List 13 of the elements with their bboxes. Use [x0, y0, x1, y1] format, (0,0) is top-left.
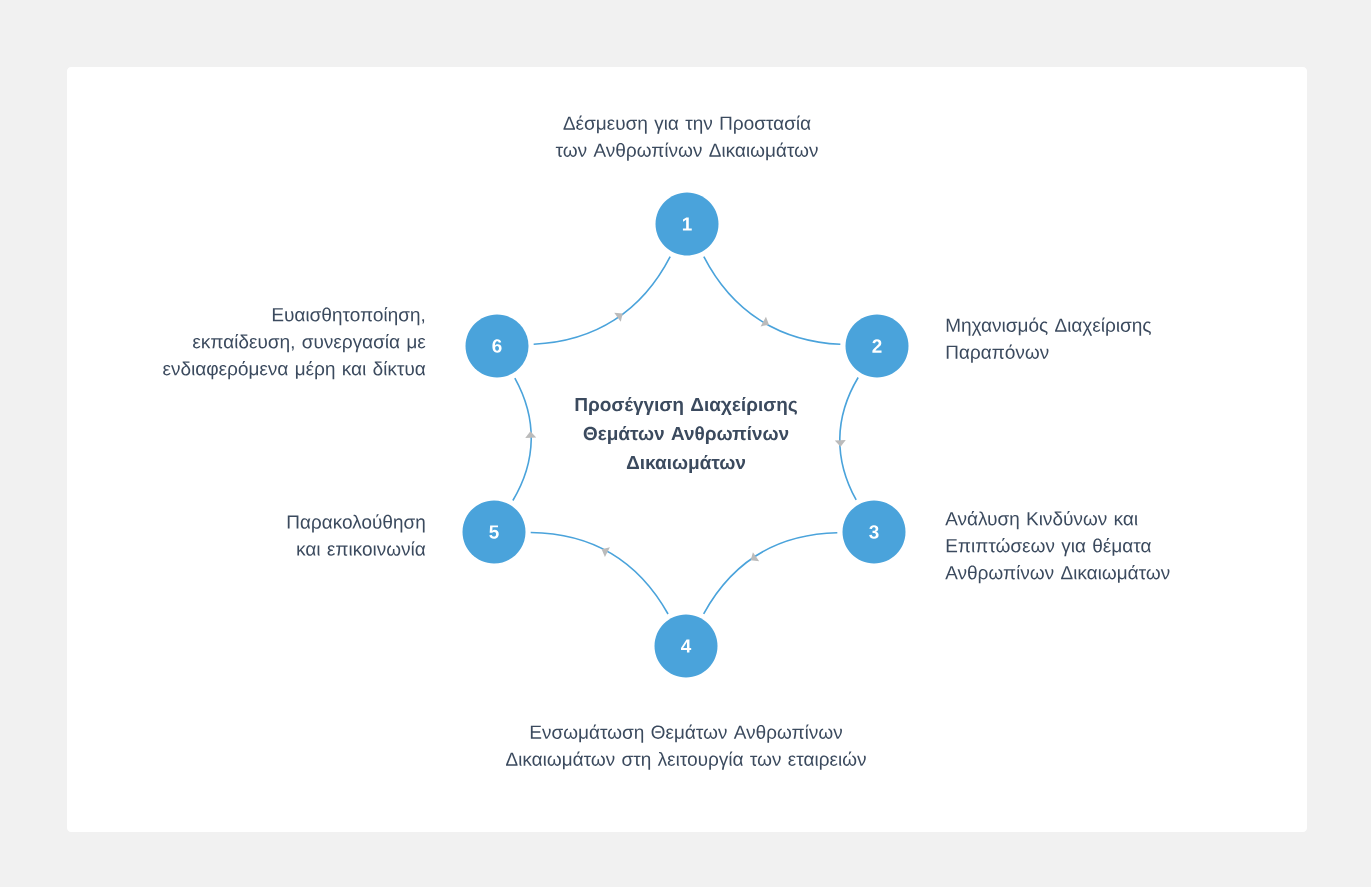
arrow — [834, 376, 859, 501]
step-label: Παρακολούθηση και επικοινωνία — [287, 514, 426, 556]
arrow — [703, 255, 842, 346]
arrow — [702, 532, 839, 615]
step-label: Ενσωμάτωση Θεμάτων Ανθρωπίνων Δικαιωμάτων στη λειτουργία των εταιρειών — [506, 724, 866, 770]
arrow — [532, 255, 671, 346]
arrow — [512, 377, 537, 502]
step-label: Δέσμευση για την Προστασία των Ανθρωπίνων Δικαιωμάτων — [555, 115, 818, 161]
step-label: Ευαισθητοποίηση, εκπαίδευση, συνεργασία με ενδιαφερόμενα μέρη και δίκτυα — [163, 306, 426, 380]
step-label: Ανάλυση Κινδύνων και Επιπτώσεων για θέματα Ανθρωπίνων Δικαιωμάτων — [945, 510, 1170, 584]
step-label: Μηχανισμός Διαχείρισης Παραπόνων — [946, 317, 1151, 363]
center-title: Προσέγγιση Διαχείρισης Θεμάτων Ανθρωπίνων Δικαιωμάτων — [575, 397, 797, 473]
arrow — [529, 531, 669, 615]
